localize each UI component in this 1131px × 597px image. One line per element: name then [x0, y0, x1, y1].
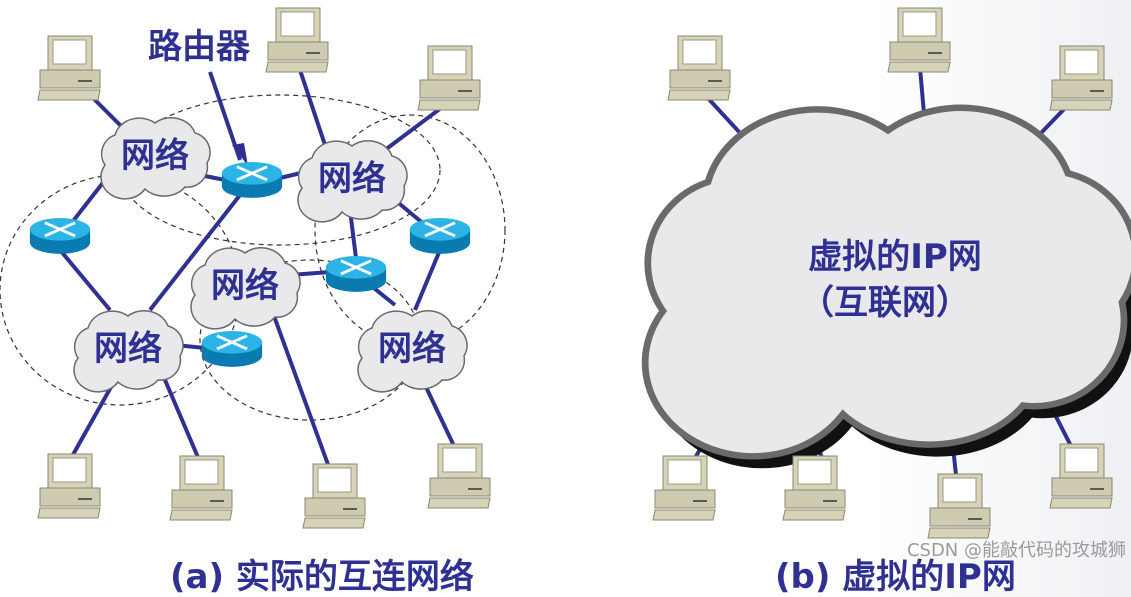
computer-icon	[265, 7, 329, 73]
network-label: 网络	[211, 266, 279, 306]
network-label: 网络	[121, 136, 189, 176]
network-label: 网络	[378, 329, 446, 369]
network-cloud: 网络	[297, 140, 408, 223]
computer-icon	[417, 45, 481, 111]
watermark: CSDN @能敲代码的攻城狮	[907, 540, 1126, 561]
computer-icon	[667, 35, 731, 101]
network-cloud: 网络	[100, 117, 211, 200]
computer-icon	[37, 453, 101, 519]
computer-icon	[652, 455, 716, 521]
computer-icon	[302, 463, 366, 529]
network-cloud: 网络	[357, 310, 468, 393]
network-label: 网络	[318, 159, 386, 199]
router-label: 路由器	[148, 27, 251, 67]
caption-b: (b) 虚拟的IP网	[775, 557, 1016, 597]
computer-icon	[427, 443, 491, 509]
computer-icon	[37, 35, 101, 101]
virtual-ip-network-cloud: 虚拟的IP网 （互联网）	[645, 108, 1131, 469]
router-icon	[408, 216, 472, 256]
network-cloud: 网络	[190, 247, 301, 330]
computer-icon	[1049, 443, 1113, 509]
cloud-subtitle: （互联网）	[800, 283, 970, 323]
computer-icon	[169, 455, 233, 521]
caption-a: (a) 实际的互连网络	[170, 557, 474, 597]
router-icon	[220, 160, 284, 200]
computer-icon	[887, 7, 951, 73]
network-label: 网络	[94, 329, 162, 369]
network-cloud: 网络	[73, 310, 184, 393]
router-icon	[324, 254, 388, 294]
cloud-title: 虚拟的IP网	[808, 237, 982, 277]
computer-icon	[782, 455, 846, 521]
computer-icon	[1049, 45, 1113, 111]
computer-icon	[927, 473, 991, 539]
router-icon	[28, 216, 92, 256]
router-icon	[200, 329, 264, 369]
